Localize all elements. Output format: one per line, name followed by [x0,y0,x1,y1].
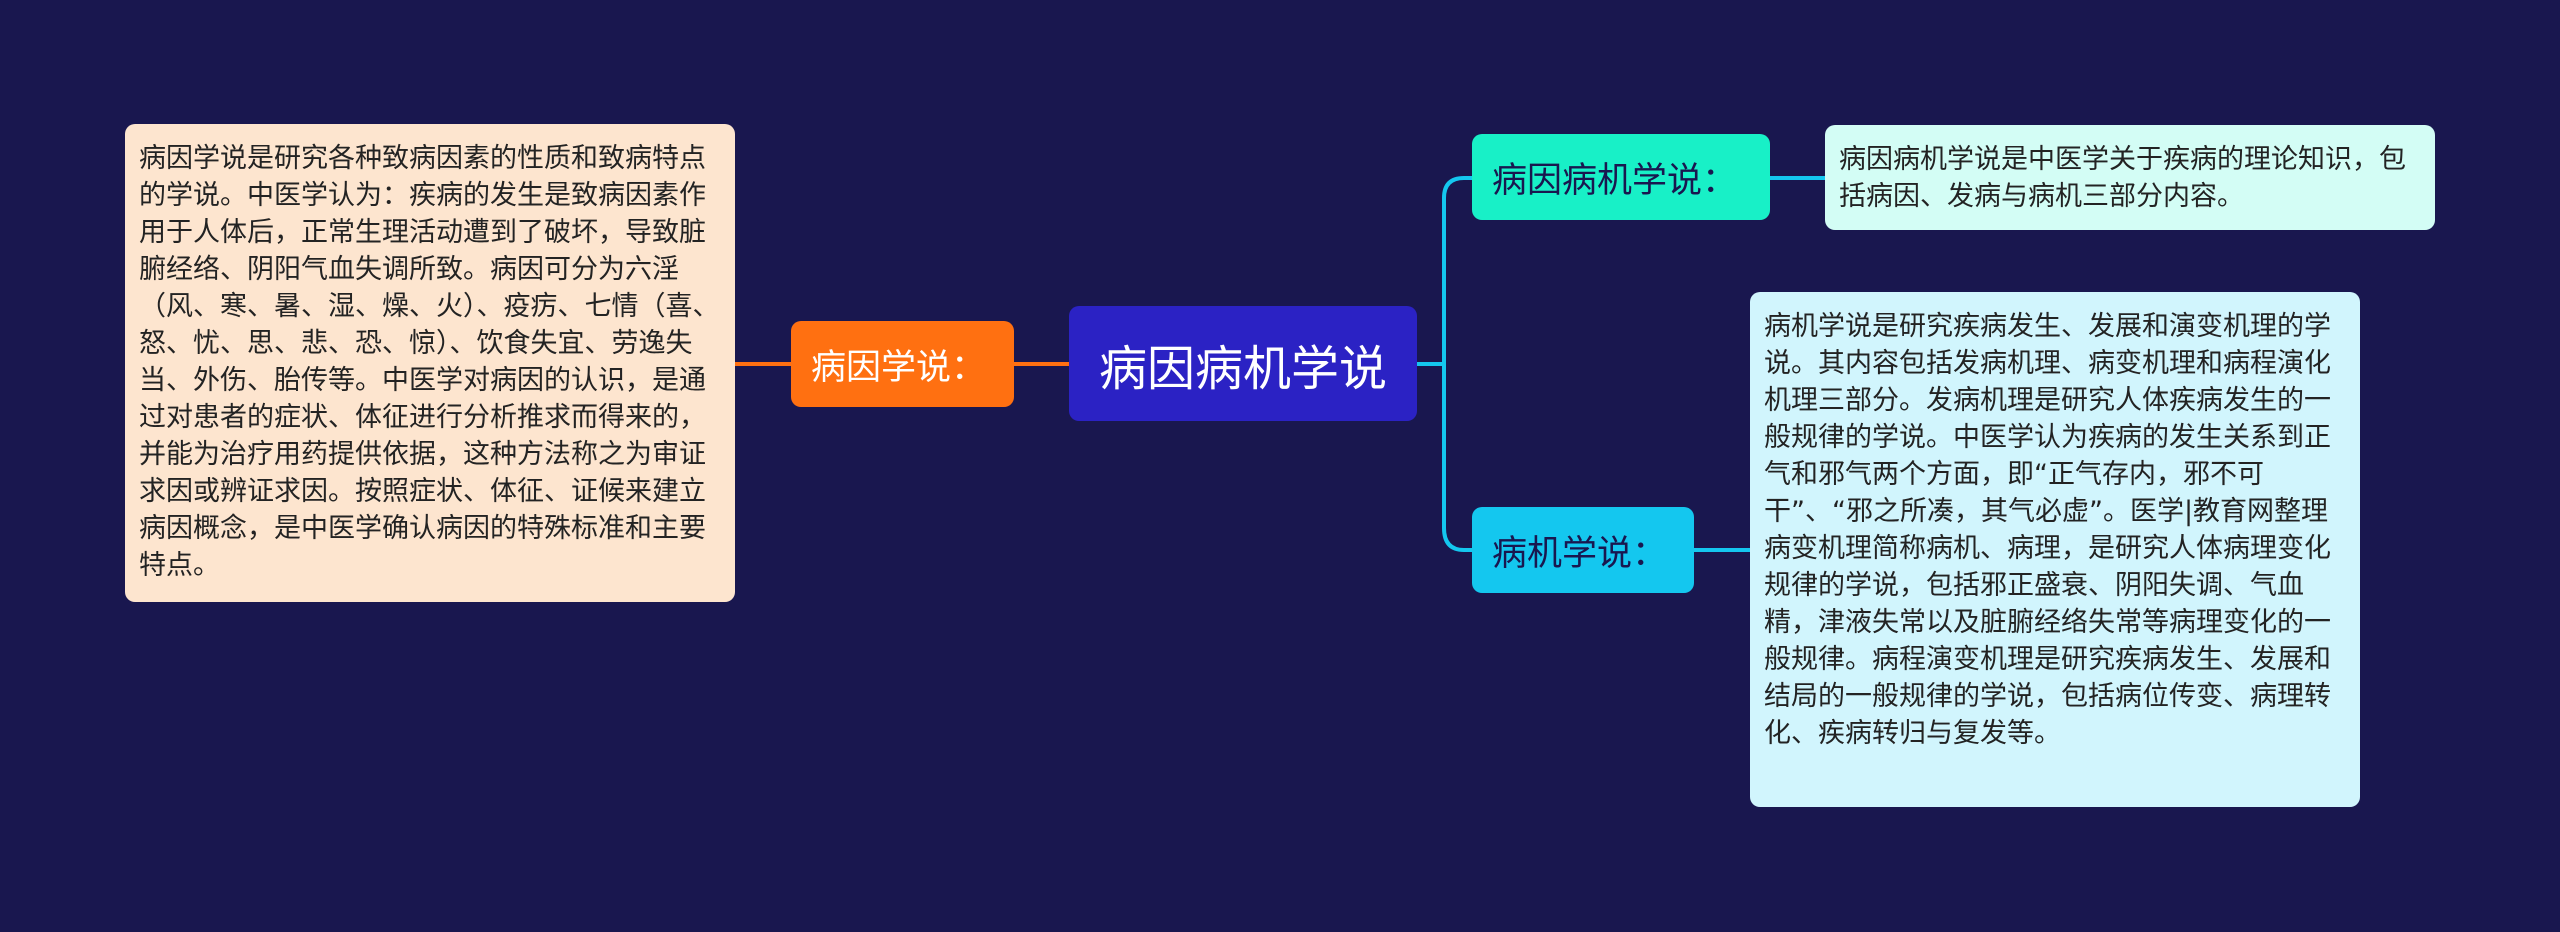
leaf-etiology-theory-text: 病因学说是研究各种致病因素的性质和致病特点的学说。中医学认为：疾病的发生是致病因… [139,143,720,581]
leaf-etiology-theory-detail[interactable]: 病因学说是研究各种致病因素的性质和致病特点的学说。中医学认为：疾病的发生是致病因… [125,124,735,602]
connector-root-to-right-branches [1417,176,1472,552]
leaf-pathogenesis-theory-text: 病机学说是研究疾病发生、发展和演变机理的学说。其内容包括发病机理、病变机理和病程… [1764,311,2331,749]
branch-pathogenesis-theory-label: 病机学说： [1492,533,1668,574]
branch-etiology-pathogenesis-theory-label: 病因病机学说： [1492,160,1738,201]
root-topic-label: 病因病机学说 [1098,340,1387,397]
branch-etiology-theory[interactable]: 病因学说： [791,321,1014,407]
leaf-etiology-pathogenesis-theory-detail[interactable]: 病因病机学说是中医学关于疾病的理论知识，包括病因、发病与病机三部分内容。 [1825,125,2435,230]
leaf-etiology-pathogenesis-theory-text: 病因病机学说是中医学关于疾病的理论知识，包括病因、发病与病机三部分内容。 [1839,144,2406,212]
root-topic[interactable]: 病因病机学说 [1069,306,1417,421]
branch-etiology-theory-label: 病因学说： [811,347,987,388]
leaf-pathogenesis-theory-detail[interactable]: 病机学说是研究疾病发生、发展和演变机理的学说。其内容包括发病机理、病变机理和病程… [1750,292,2360,807]
branch-pathogenesis-theory[interactable]: 病机学说： [1472,507,1694,593]
branch-etiology-pathogenesis-theory[interactable]: 病因病机学说： [1472,134,1770,220]
